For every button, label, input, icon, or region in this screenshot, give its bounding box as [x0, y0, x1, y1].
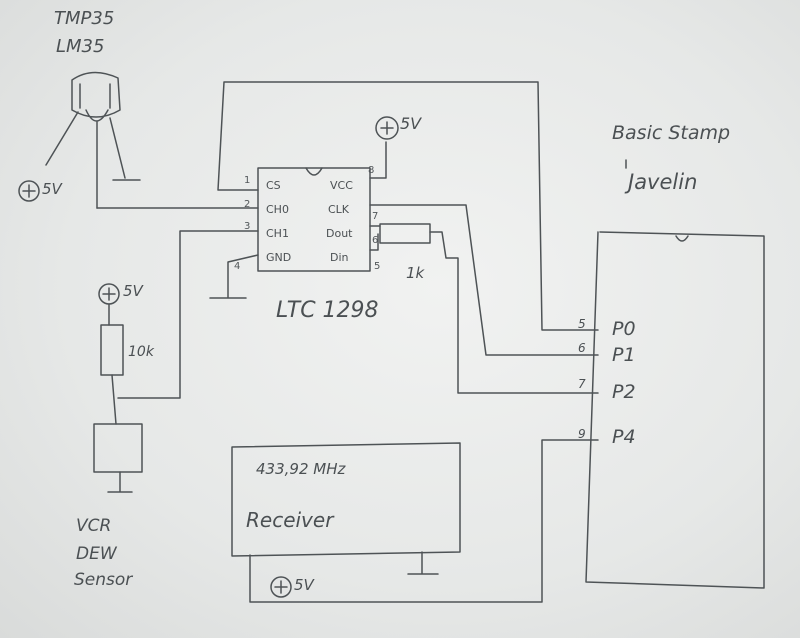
adc-supply-label: 5V — [400, 114, 422, 133]
microcontroller-name-label: Basic Stamp — [612, 122, 731, 144]
receiver-supply-symbol — [270, 576, 292, 598]
wire-din-p2 — [429, 231, 599, 394]
adc-chip-name: LTC 1298 — [276, 298, 379, 323]
wire-clk-p1 — [369, 204, 599, 356]
receiver-body — [231, 442, 461, 575]
stamp-pin-number: 9 — [578, 427, 586, 441]
resistor-10k-label: 10k — [128, 344, 154, 360]
sensor-supply-symbol — [18, 180, 40, 202]
stamp-pin-label-p0: P0 — [612, 318, 636, 340]
adc-pin-number: 5 — [374, 261, 381, 272]
resistor-10k-symbol — [98, 283, 124, 425]
microcontroller-alt-name-label: Javelin — [628, 170, 698, 194]
adc-pin-number: 3 — [244, 221, 251, 232]
dew-sensor-label-line3: Sensor — [74, 570, 133, 590]
receiver-name-label: Receiver — [246, 508, 334, 532]
sensor-name-label: TMP35 — [54, 8, 115, 29]
adc-pin-number: 6 — [372, 235, 379, 246]
wire-p4-receiver — [249, 439, 599, 603]
stamp-pin-number: 5 — [578, 317, 586, 331]
adc-pin-number: 1 — [244, 175, 251, 186]
stamp-pin-number: 7 — [578, 377, 586, 391]
adc-pin-label-gnd: GND — [266, 251, 292, 264]
adc-chip-body — [257, 167, 371, 272]
receiver-supply-label: 5V — [294, 576, 314, 594]
wire-dout-resistor — [369, 225, 381, 251]
dew-sensor-label-line2: DEW — [76, 544, 117, 564]
adc-supply-symbol — [375, 116, 399, 140]
sensor-alt-name-label: LM35 — [56, 36, 105, 57]
adc-pin-number: 7 — [372, 211, 379, 222]
resistor-1k-label: 1k — [406, 264, 425, 282]
adc-pin-label-cs: CS — [266, 179, 281, 192]
adc-pin-label-dout: Dout — [326, 227, 353, 240]
receiver-frequency-label: 433,92 MHz — [256, 460, 346, 478]
resistor-1k-symbol — [379, 223, 431, 244]
adc-pin-label-clk: CLK — [328, 203, 350, 216]
adc-pin-label-vcc: VCC — [330, 179, 353, 192]
adc-pin-label-ch0: CH0 — [266, 203, 289, 216]
adc-pin-label-ch1: CH1 — [266, 227, 289, 240]
wire-adc-gnd — [209, 254, 259, 299]
sensor-supply-label: 5V — [42, 180, 62, 198]
adc-pin-number: 2 — [244, 199, 251, 210]
stamp-pin-label-p4: P4 — [612, 426, 636, 448]
adc-pin-number: 4 — [234, 261, 241, 272]
temperature-sensor-symbol — [45, 71, 141, 209]
wire-vcc — [369, 141, 387, 179]
adc-pin-label-din: Din — [330, 251, 349, 264]
wire-ch1-dew — [117, 230, 259, 399]
adc-pin-number: 8 — [368, 165, 375, 176]
dew-sensor-label-line1: VCR — [76, 516, 112, 536]
wire-cs-p0 — [217, 81, 599, 331]
stamp-pin-label-p1: P1 — [612, 344, 636, 366]
basic-stamp-body — [585, 159, 765, 589]
dew-sensor-symbol — [93, 423, 143, 493]
stamp-pin-label-p2: P2 — [612, 381, 636, 403]
stamp-pin-number: 6 — [578, 341, 586, 355]
resistor-10k-supply-label: 5V — [123, 282, 143, 300]
